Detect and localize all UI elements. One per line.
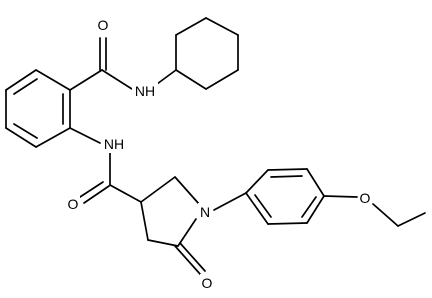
label-background (200, 274, 214, 292)
bond (69, 127, 101, 144)
atom-o-amide-top: O (96, 16, 110, 34)
bond (5, 127, 37, 148)
atom-symbol: NH (104, 136, 124, 152)
bond (35, 127, 71, 148)
label-background (358, 189, 372, 207)
atom-nh-anilide: NH (101, 135, 127, 153)
bond (306, 168, 325, 197)
bond (306, 195, 325, 224)
bond (79, 181, 104, 198)
atom-nh-cyclohexyl: NH (132, 82, 158, 100)
bond-lines (5, 17, 426, 275)
bond (5, 69, 37, 91)
label-background (101, 135, 127, 153)
atom-symbol: O (360, 190, 371, 206)
bond (140, 176, 176, 203)
bond (323, 195, 358, 198)
bond (397, 212, 426, 227)
bond (109, 184, 142, 203)
bond-double-inner (301, 196, 317, 218)
bond (101, 69, 133, 90)
bond (69, 69, 103, 91)
bond (205, 69, 239, 90)
atom-symbol: NH (135, 83, 155, 99)
atom-n-pyrrolidine: N (198, 203, 212, 221)
bond (267, 168, 308, 171)
bond-double-inner (13, 123, 38, 139)
bond (174, 176, 200, 205)
bond (156, 69, 177, 85)
bond (35, 69, 71, 91)
label-background (198, 203, 212, 221)
atom-symbol: O (98, 17, 109, 33)
bond (205, 17, 239, 36)
bond (147, 239, 179, 247)
bond-double-inner (270, 175, 303, 178)
atom-o-ether: O (358, 189, 372, 207)
bond-double-inner (13, 78, 38, 95)
atom-o-amide-left: O (66, 195, 80, 213)
bond (372, 203, 399, 227)
atom-symbol: O (68, 196, 79, 212)
label-background (96, 16, 110, 34)
bond (140, 201, 149, 241)
bond (213, 192, 247, 211)
bond (245, 192, 269, 225)
bond (267, 222, 308, 225)
bond (83, 185, 110, 204)
bond (175, 69, 207, 90)
atom-symbol: N (200, 204, 210, 220)
bond (177, 218, 197, 247)
label-background (66, 195, 80, 213)
bond (245, 169, 269, 194)
label-background (132, 82, 158, 100)
atom-o-lactam: O (200, 274, 214, 292)
atom-symbol: O (202, 275, 213, 291)
bond (175, 17, 207, 36)
bond-double-inner (254, 194, 272, 218)
bond (179, 242, 206, 272)
atom-labels: O NH NH O N O O (66, 16, 372, 292)
bond (174, 245, 201, 275)
